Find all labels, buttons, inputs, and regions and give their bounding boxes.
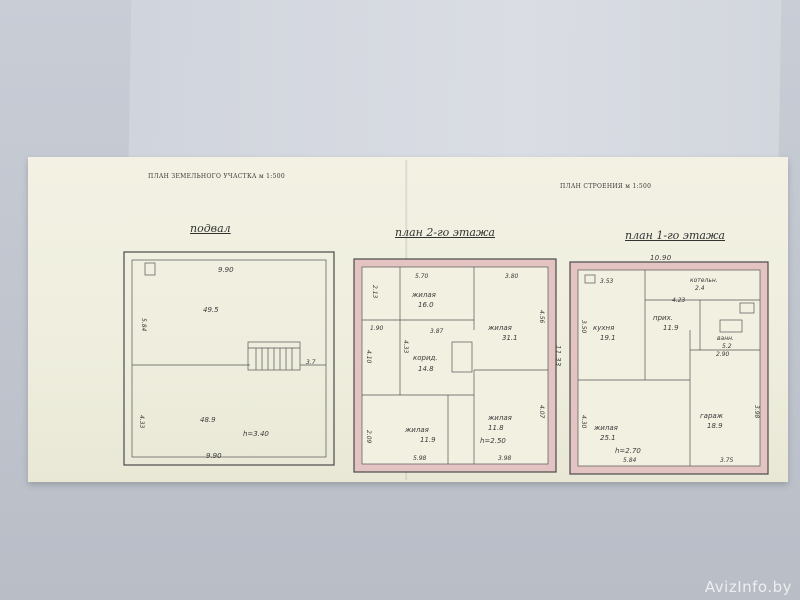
header-left: ПЛАН ЗЕМЕЛЬНОГО УЧАСТКА м 1:500 (148, 173, 285, 180)
floor2-label: 2.13 (371, 285, 378, 299)
floor1-interior (578, 270, 760, 466)
floor1-label: h=2.70 (615, 447, 641, 455)
floor1-bathtub (719, 319, 743, 333)
floor2-label: 2.09 (365, 430, 372, 444)
floor1-width-label: 10.90 (650, 254, 672, 262)
floor1-title: план 1-го этажа (625, 229, 725, 242)
floor1-label: кухня (593, 324, 614, 332)
floor2-label: жилая (404, 426, 429, 434)
floor2-label: 31.1 (502, 334, 518, 342)
floor2-label: 3.87 (430, 328, 444, 335)
floor2-interior (362, 267, 548, 464)
floor2-label: 4.10 (365, 350, 372, 364)
floor1-label: 3.98 (753, 405, 760, 419)
basement-label: 48.9 (200, 416, 216, 424)
floor1-inner-wall (577, 269, 761, 467)
floor1-label: 25.1 (600, 434, 616, 442)
floor1-label: 5.84 (623, 457, 637, 464)
floor2-outer-wall (353, 258, 557, 473)
basement-outer-wall (123, 251, 335, 466)
basement-label: 9.90 (218, 266, 234, 274)
floor2-label: 3.98 (498, 455, 512, 462)
floor1-label: 3.53 (600, 278, 614, 285)
basement-label: 9.90 (206, 452, 222, 460)
floor1-plan: 3.53 кухня 19.1 котельн. 2.4 4.23 прих. … (569, 261, 769, 475)
floor2-inner-wall (361, 266, 549, 465)
basement-label: 49.5 (203, 306, 219, 314)
floor1-label: 2.90 (716, 351, 730, 358)
floor1-label: прих. (653, 314, 673, 322)
floor1-label: 11.9 (663, 324, 679, 332)
floor1-label: 4.30 (580, 415, 587, 429)
floor2-chimney (451, 341, 473, 373)
basement-inner-wall (131, 259, 327, 458)
floor2-label: 11.8 (488, 424, 504, 432)
basement-plan: 9.90 49.5 5.84 3.7 4.33 48.9 h=3.40 9.90 (123, 251, 335, 466)
floor1-label: гараж (700, 412, 724, 420)
floor1-label: 19.1 (600, 334, 616, 342)
floor1-label: ванн. (717, 335, 734, 342)
basement-label: 4.33 (138, 415, 145, 429)
floor2-label: h=2.50 (480, 437, 506, 445)
floor2-label: 4.56 (538, 310, 545, 324)
floor2-label: 5.70 (415, 273, 429, 280)
floor1-depth-label: 11.33 (554, 345, 562, 367)
floor2-label: корид. (413, 354, 438, 362)
floor2-label: 4.07 (538, 405, 545, 419)
floor2-label: жилая (487, 414, 512, 422)
floor1-label: 18.9 (707, 422, 723, 430)
floor1-label: 4.23 (672, 297, 686, 304)
floor2-label: 4.33 (402, 340, 409, 354)
floor1-outer-wall (569, 261, 769, 475)
floor1-label: жилая (593, 424, 618, 432)
floor2-label: жилая (411, 291, 436, 299)
floor2-label: 16.0 (418, 301, 434, 309)
floor1-label: котельн. (690, 277, 718, 284)
floor1-label: 3.50 (580, 320, 587, 334)
floor2-plan: 5.70 3.80 жилая 16.0 2.13 жилая 31.1 4.5… (353, 258, 557, 473)
floor1-stove (584, 274, 596, 284)
basement-title: подвал (190, 222, 231, 235)
basement-label: 5.84 (140, 318, 147, 332)
floor1-label: 5.2 (722, 343, 732, 350)
floor2-label: 5.98 (413, 455, 427, 462)
floor1-label: 3.75 (720, 457, 734, 464)
basement-boiler (144, 262, 156, 276)
floor2-label: 11.9 (420, 436, 436, 444)
floor2-label: 3.80 (505, 273, 519, 280)
floor1-label: 2.4 (695, 285, 705, 292)
floor2-label: жилая (487, 324, 512, 332)
header-right: ПЛАН СТРОЕНИЯ м 1:500 (560, 183, 652, 190)
floor2-title: план 2-го этажа (395, 226, 495, 239)
floor2-label: 1.90 (370, 325, 384, 332)
watermark: AvizInfo.by (704, 578, 792, 596)
floor1-sink (739, 302, 755, 314)
basement-label: 3.7 (306, 359, 316, 366)
basement-stairs (247, 341, 301, 371)
basement-label: h=3.40 (243, 430, 269, 438)
floor2-label: 14.8 (418, 365, 434, 373)
